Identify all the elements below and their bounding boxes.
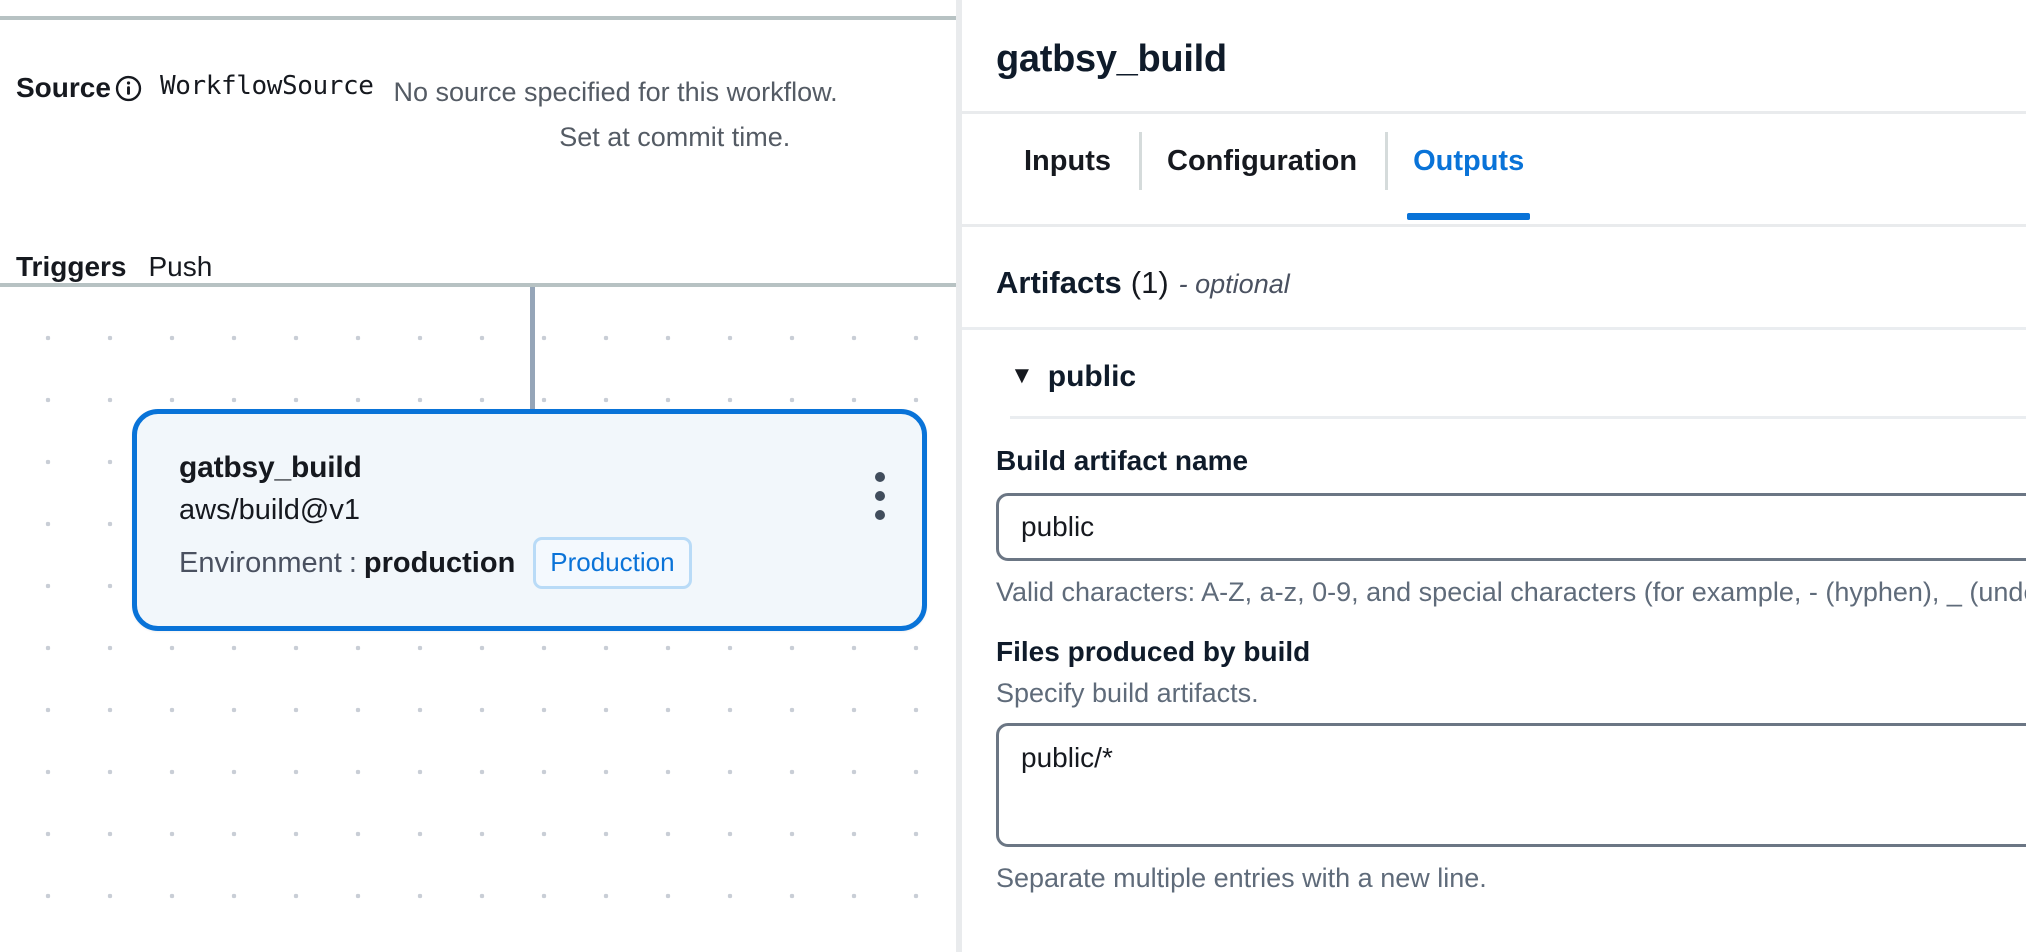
files-produced-sublabel: Specify build artifacts. <box>996 677 1259 708</box>
build-artifact-name-input[interactable] <box>996 493 2026 562</box>
details-header: gatbsy_build <box>962 0 2026 111</box>
node-action-ref: aws/build@v1 <box>179 494 360 527</box>
artifact-name-heading: public <box>1047 360 1137 393</box>
artifact-expander-public[interactable]: ▼ public <box>1010 360 2026 394</box>
node-title: gatbsy_build <box>179 451 362 484</box>
details-tabs: Inputs Configuration Outputs <box>962 114 2026 220</box>
source-label: Source <box>16 72 111 103</box>
header-divider <box>962 111 2026 114</box>
metadata-divider <box>0 283 956 287</box>
source-description-line2: Set at commit time. <box>559 122 791 153</box>
files-produced-label: Files produced by build <box>996 636 1311 668</box>
artifacts-count: (1) <box>1130 265 1169 300</box>
workflow-canvas-pane: Source WorkflowSource No source specifie… <box>0 0 956 952</box>
tab-configuration[interactable]: Configuration <box>1139 114 1385 208</box>
artifacts-title: Artifacts <box>996 265 1122 300</box>
build-artifact-name-label: Build artifact name <box>996 445 1249 476</box>
page-title: gatbsy_build <box>996 38 1227 80</box>
artifacts-section-divider <box>962 327 2026 330</box>
node-content: gatbsy_build aws/build@v1 Environment : … <box>179 448 842 590</box>
triggers-value: Push <box>148 250 213 282</box>
artifact-expander-divider <box>1010 416 2026 419</box>
artifacts-optional-note: - optional <box>1178 269 1290 299</box>
triggers-row: Triggers Push <box>0 249 956 284</box>
kebab-dot <box>875 491 885 501</box>
files-produced-field: Files produced by build Specify build ar… <box>996 634 2026 896</box>
pane-resize-divider[interactable] <box>956 0 962 952</box>
caret-down-icon: ▼ <box>1010 362 1034 389</box>
source-name: WorkflowSource <box>159 71 374 101</box>
kebab-dot <box>875 472 885 482</box>
tab-outputs[interactable]: Outputs <box>1385 114 1552 220</box>
top-divider <box>0 16 956 20</box>
workflow-graph-canvas[interactable]: gatbsy_build aws/build@v1 Environment : … <box>0 287 956 952</box>
workflow-metadata: Source WorkflowSource No source specifie… <box>0 42 956 284</box>
files-produced-hint: Separate multiple entries with a new lin… <box>996 863 1487 894</box>
node-environment-key: Environment <box>179 546 342 579</box>
build-artifact-name-field: Build artifact name Valid characters: A-… <box>996 443 2026 610</box>
kebab-dot <box>875 510 885 520</box>
node-environment-badge[interactable]: Production <box>533 537 692 590</box>
workflow-node-gatbsy-build[interactable]: gatbsy_build aws/build@v1 Environment : … <box>132 409 927 631</box>
source-description-line1: No source specified for this workflow. <box>393 77 838 107</box>
tabs-divider <box>962 224 2026 227</box>
node-environment-row: Environment : production Production <box>179 537 842 590</box>
triggers-label: Triggers <box>16 250 127 282</box>
node-connector-line <box>530 287 535 412</box>
kebab-menu-icon[interactable] <box>874 472 886 520</box>
source-description: No source specified for this workflow. S… <box>393 70 956 161</box>
files-produced-textarea[interactable] <box>996 723 2026 848</box>
outputs-tab-panel: Artifacts (1) - optional ▼ public Build … <box>962 265 2026 896</box>
info-circle-icon[interactable] <box>115 75 142 102</box>
node-environment-value: production <box>363 546 516 579</box>
details-pane: gatbsy_build Inputs Configuration Output… <box>962 0 2026 952</box>
node-environment-separator: : <box>348 546 357 579</box>
tab-inputs[interactable]: Inputs <box>1024 144 1111 177</box>
build-artifact-name-hint: Valid characters: A-Z, a-z, 0-9, and spe… <box>996 577 2026 608</box>
artifacts-section-header: Artifacts (1) - optional <box>996 265 2026 301</box>
source-row: Source WorkflowSource No source specifie… <box>0 70 956 161</box>
